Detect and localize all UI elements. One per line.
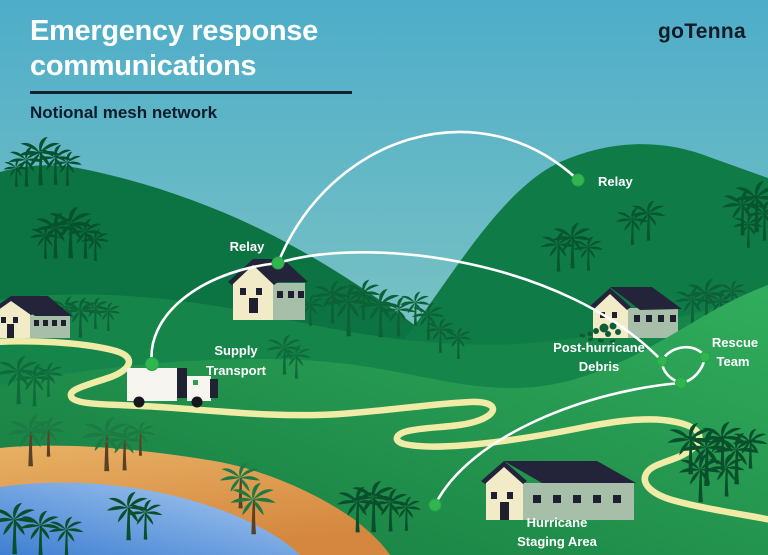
title-line-2: communications [30, 50, 257, 82]
label-relay-central: Relay [230, 239, 265, 254]
label-relay-north: Relay [598, 174, 633, 189]
gotenna-logo: goTenna [657, 20, 746, 43]
label-rescue-1: Rescue [712, 335, 758, 350]
title-underline [30, 91, 352, 94]
road [0, 338, 768, 523]
relay-house [228, 259, 308, 320]
link-relay-central-to-rescue [276, 251, 664, 363]
label-supply-1: Supply [214, 343, 258, 358]
header: Emergency response communications Notion… [30, 14, 352, 123]
mesh-nodes [145, 173, 711, 512]
left-house [0, 296, 72, 338]
debris [579, 322, 621, 344]
mesh-links [150, 130, 707, 507]
page-title: Emergency response communications [30, 14, 352, 84]
label-staging-2: Staging Area [517, 534, 597, 549]
title-line-1: Emergency response [30, 15, 318, 47]
node-rescue-b [699, 351, 711, 363]
supply-truck [127, 368, 218, 408]
label-debris-1: Post-hurricane [553, 340, 645, 355]
node-labels: Relay Relay Supply Transport Post-hurric… [206, 174, 758, 549]
link-supply-to-relay-central [150, 261, 280, 366]
label-staging-1: Hurricane [527, 515, 588, 530]
node-rescue-a [656, 355, 668, 367]
node-relay-north [571, 173, 585, 187]
label-supply-2: Transport [206, 363, 267, 378]
node-rescue-c [675, 377, 687, 389]
node-relay-central [271, 256, 285, 270]
label-rescue-2: Team [717, 354, 750, 369]
label-debris-2: Debris [579, 359, 619, 374]
staging-house [481, 461, 636, 520]
link-relay-central-to-relay-north [276, 130, 580, 265]
link-staging-to-rescue [433, 381, 683, 507]
node-supply-transport [145, 357, 159, 371]
node-staging [428, 498, 442, 512]
subtitle: Notional mesh network [30, 103, 218, 122]
